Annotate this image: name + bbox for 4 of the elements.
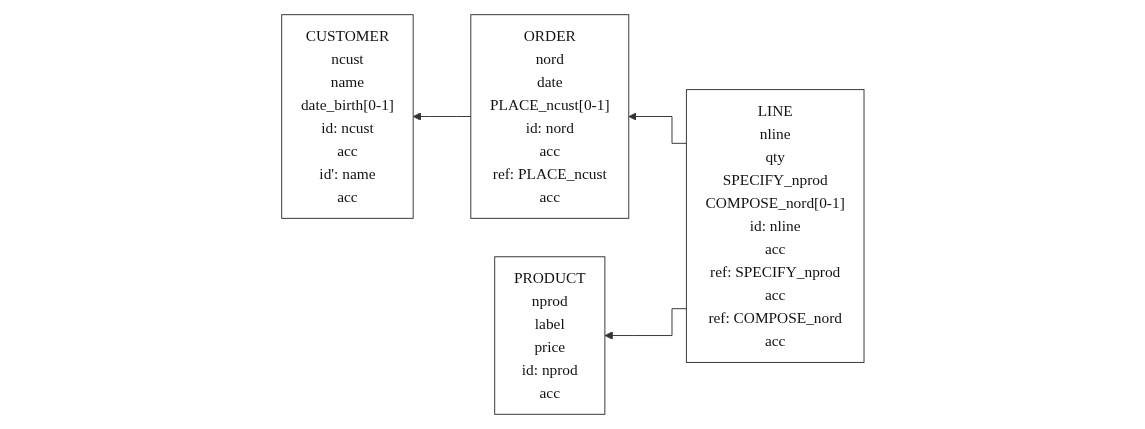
node-box: CUSTOMER ncust name date_birth[0-1] id: ncust acc id': name acc <box>280 14 414 219</box>
node-box: LINE nline qty SPECIFY_nprod COMPOSE_nord[0-1] id: nline acc ref: SPECIFY_nprod acc ref: COMPOSE_nord acc <box>685 89 865 363</box>
node-box: PRODUCT nprod label price id: nprod acc <box>493 256 605 415</box>
node-box: ORDER nord date PLACE_ncust[0-1] id: nord acc ref: PLACE_ncust acc <box>469 14 629 219</box>
